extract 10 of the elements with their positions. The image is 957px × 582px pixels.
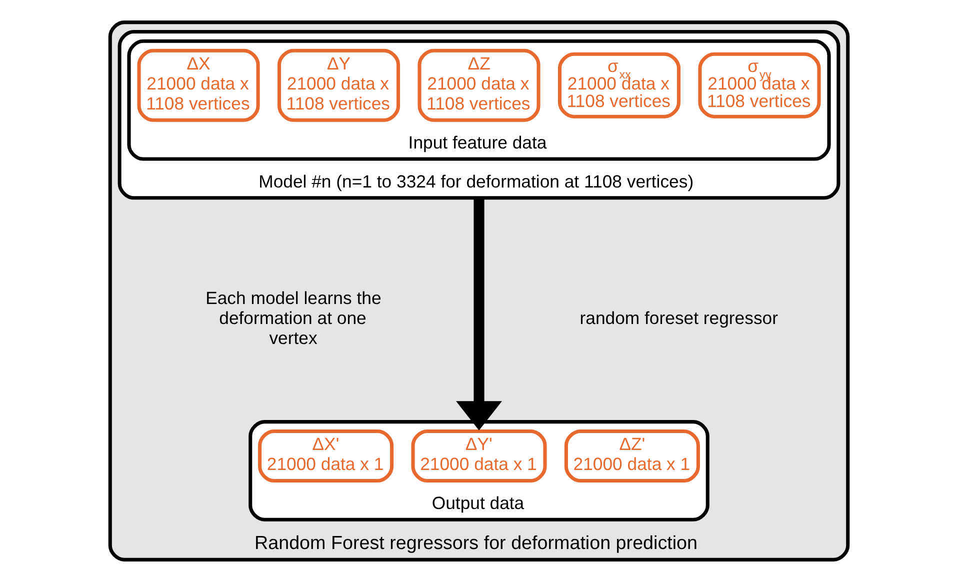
node-box: ΔZ' 21000 data x 1 — [564, 429, 700, 482]
node-box: ΔX 21000 data x 1108 vertices — [136, 48, 260, 122]
node-box: ΔZ 21000 data x 1108 vertices — [417, 48, 540, 122]
arrow — [456, 198, 502, 430]
label: Each model learns the deformation at one vertex — [205, 288, 381, 348]
node-box: ΔY' 21000 data x 1 — [410, 429, 546, 482]
node-box: ΔX' 21000 data x 1 — [258, 429, 394, 482]
label: random foreset regressor — [579, 308, 778, 328]
node-box: ΔY 21000 data x 1108 vertices — [276, 48, 400, 122]
node-box: σ$_{yy}$ 21000 data x 1108 vertices — [698, 52, 820, 118]
